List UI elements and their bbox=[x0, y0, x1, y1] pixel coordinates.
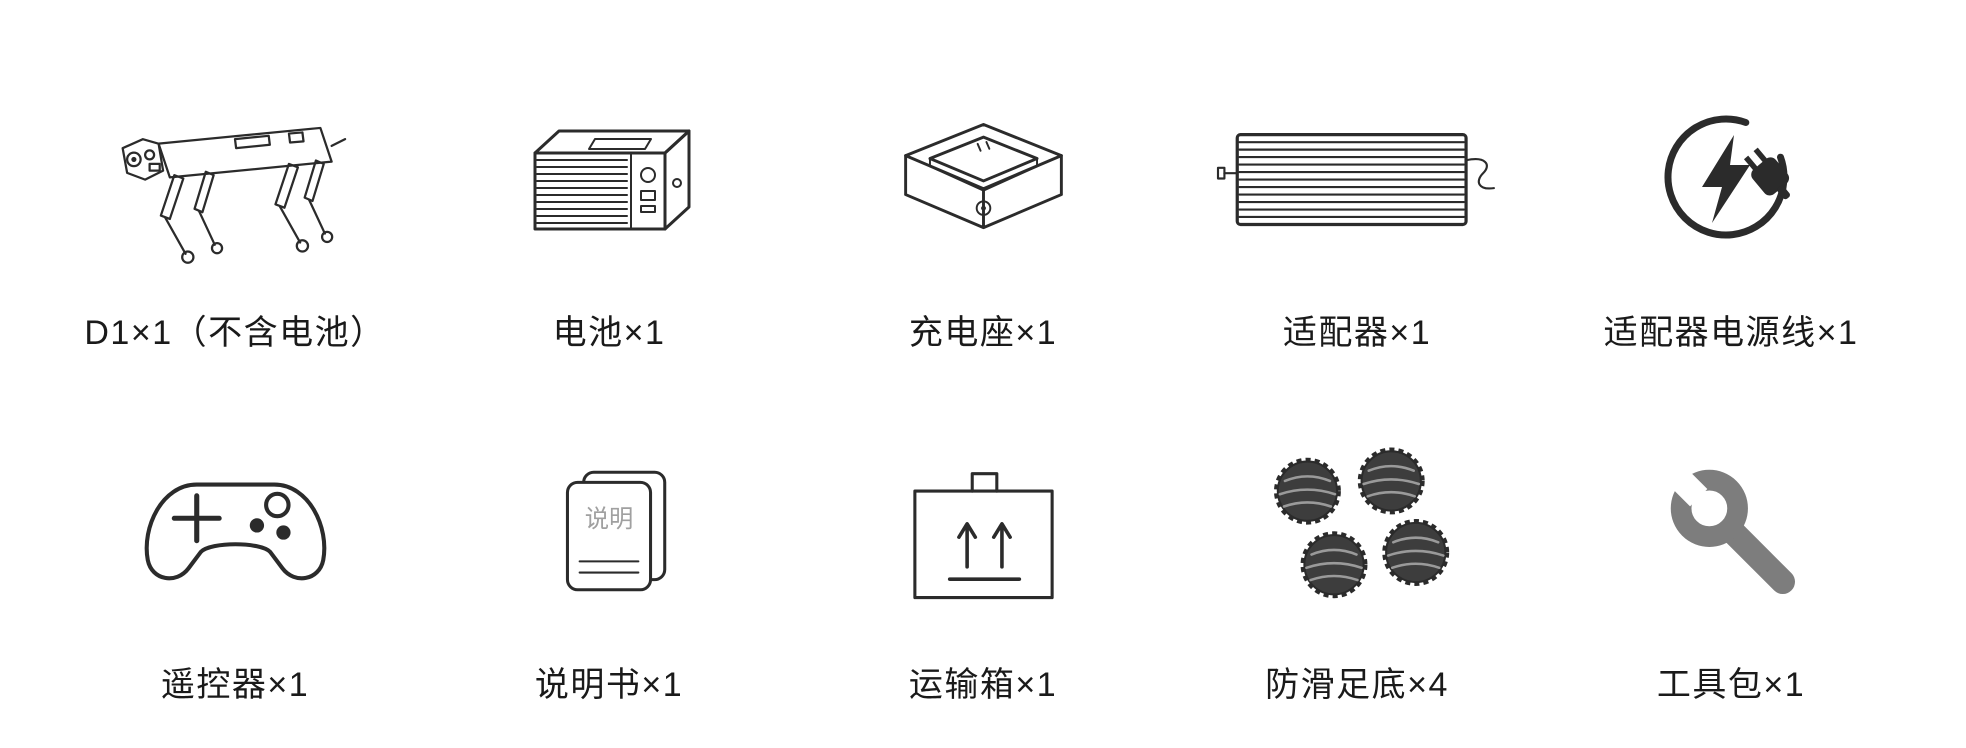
robot-dog-icon bbox=[100, 77, 370, 279]
item-label-transport-box: 运输箱×1 bbox=[908, 666, 1058, 704]
item-label-battery: 电池×1 bbox=[552, 314, 666, 352]
item-foot-pads: 防滑足底×4 bbox=[1170, 378, 1544, 730]
item-label-remote: 遥控器×1 bbox=[160, 666, 310, 704]
item-adapter-cord: 适配器电源线×1 bbox=[1544, 26, 1918, 378]
item-label-adapter-cord: 适配器电源线×1 bbox=[1603, 314, 1859, 352]
tool-kit-icon bbox=[1651, 429, 1811, 631]
item-label-charging-dock: 充电座×1 bbox=[908, 314, 1058, 352]
item-label-power-adapter: 适配器×1 bbox=[1282, 314, 1432, 352]
battery-icon bbox=[509, 77, 709, 279]
item-label-robot-dog: D1×1（不含电池） bbox=[84, 314, 386, 352]
item-label-tool-kit: 工具包×1 bbox=[1656, 666, 1806, 704]
item-battery: 电池×1 bbox=[422, 26, 796, 378]
item-power-adapter: 适配器×1 bbox=[1170, 26, 1544, 378]
charging-dock-icon bbox=[886, 77, 1081, 279]
power-cord-icon bbox=[1646, 77, 1816, 279]
item-tool-kit: 工具包×1 bbox=[1544, 378, 1918, 730]
item-manual: 说明 说明书×1 bbox=[422, 378, 796, 730]
remote-controller-icon bbox=[123, 429, 348, 631]
manual-cover-text: 说明 bbox=[585, 506, 634, 533]
item-label-foot-pads: 防滑足底×4 bbox=[1265, 666, 1449, 704]
item-remote: 遥控器×1 bbox=[48, 378, 422, 730]
item-charging-dock: 充电座×1 bbox=[796, 26, 1170, 378]
item-transport-box: 运输箱×1 bbox=[796, 378, 1170, 730]
item-label-manual: 说明书×1 bbox=[534, 666, 684, 704]
foot-pads-icon bbox=[1240, 429, 1475, 631]
power-adapter-icon bbox=[1207, 77, 1507, 279]
transport-box-icon bbox=[886, 429, 1081, 631]
user-manual-icon: 说明 bbox=[533, 429, 685, 631]
item-robot-dog: D1×1（不含电池） bbox=[48, 26, 422, 378]
